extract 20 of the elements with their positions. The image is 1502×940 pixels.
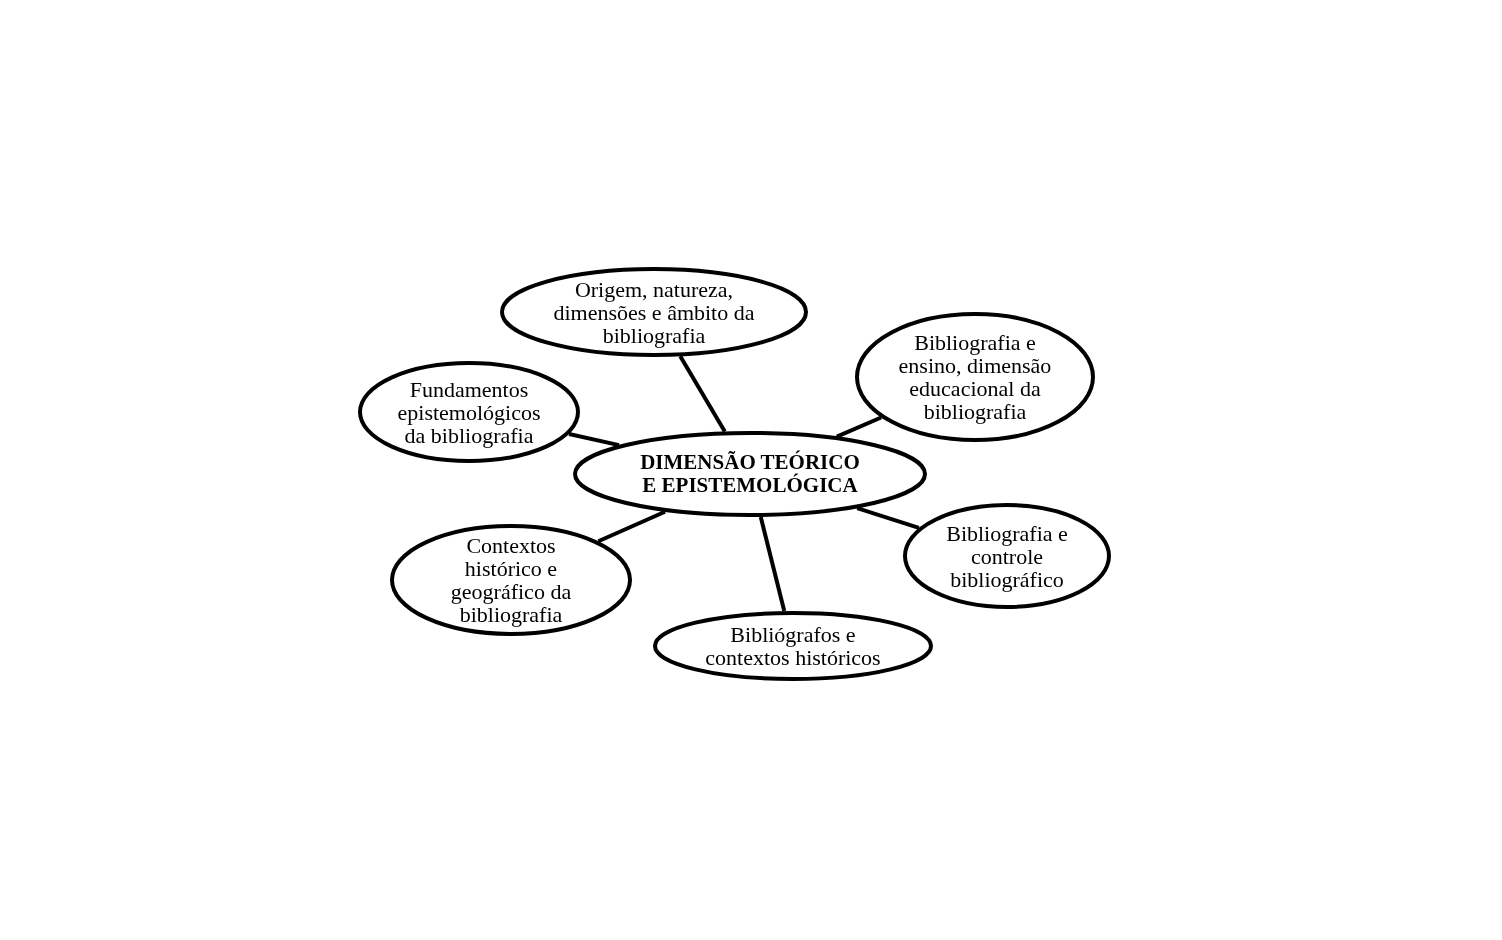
topic-label: Origem, natureza, dimensões e âmbito da bibliografia <box>552 277 756 347</box>
topic-label: Fundamentos epistemológicos da bibliografia <box>396 377 542 447</box>
topic-ellipse <box>358 361 580 463</box>
connector-line <box>678 355 727 433</box>
topic-label: Bibliografia e controle bibliográfico <box>945 521 1069 591</box>
central-topic-label: DIMENSÃO TEÓRICO E EPISTEMOLÓGICA <box>639 451 861 497</box>
connector-line <box>597 509 666 544</box>
topic-ellipse <box>390 524 632 636</box>
topic-label: Contextos histórico e geográfico da bibliografia <box>449 534 573 626</box>
topic-ellipse <box>903 503 1111 609</box>
topic-label: Bibliógrafos e contextos históricos <box>704 623 882 669</box>
topic-ellipse <box>653 611 933 681</box>
connector-line <box>758 516 787 612</box>
connector-line <box>836 415 882 439</box>
central-topic-ellipse <box>573 431 927 517</box>
topic-label: Bibliografia e ensino, dimensão educacional da bibliografia <box>897 331 1053 423</box>
topic-ellipse <box>500 267 808 357</box>
topic-ellipse <box>855 312 1095 442</box>
connector-line <box>568 432 620 448</box>
connector-line <box>856 506 920 530</box>
